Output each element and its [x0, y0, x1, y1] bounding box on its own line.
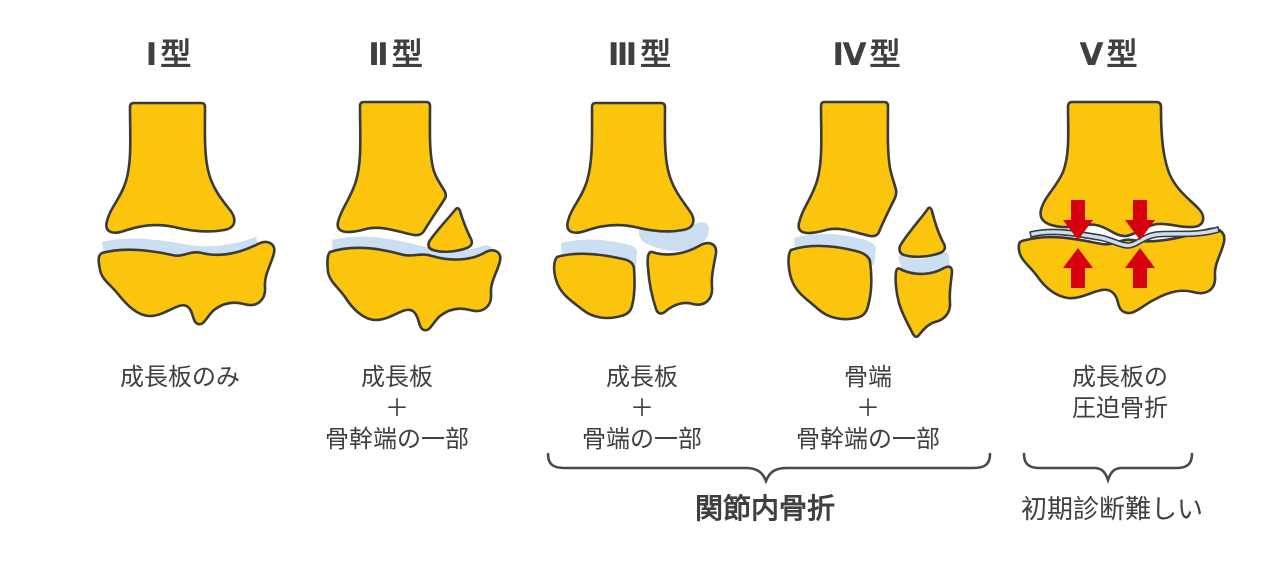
type-3-header: Ⅲ型	[607, 37, 675, 72]
compression-down-arrow-icon	[1125, 200, 1155, 240]
type-1-caption: 成長板のみ	[65, 362, 295, 393]
compression-up-arrow-icon	[1063, 248, 1093, 288]
type-3-caption: 成長板 ＋ 骨端の一部	[527, 362, 757, 455]
type-3-epiphysis-fragment-left	[552, 252, 636, 320]
compression-up-arrow-icon	[1125, 248, 1155, 288]
type-3-epiphysis-right	[646, 241, 718, 315]
caption-line: 成長板の	[1072, 364, 1168, 391]
type-4-epiphyseal-fragment	[894, 265, 954, 339]
type-2-metaphyseal-fragment	[427, 206, 474, 254]
type-1-epiphysis	[97, 240, 276, 326]
type-5-caption: 成長板の 圧迫骨折	[1005, 362, 1235, 424]
type-4-caption: 骨端 ＋ 骨幹端の一部	[753, 362, 983, 455]
type-4-shaft	[797, 100, 898, 238]
caption-line: 成長板	[361, 364, 433, 391]
caption-line: 成長板	[606, 364, 678, 391]
type-1-header: Ⅰ型	[145, 37, 195, 72]
type-2-bone-figure	[326, 100, 502, 332]
early-diagnosis-label: 初期診断難しい	[1020, 494, 1203, 524]
type-1-shaft	[105, 101, 236, 234]
caption-line: 骨端	[844, 364, 892, 391]
caption-line: 骨幹端の一部	[796, 426, 940, 453]
caption-line: 骨端の一部	[582, 426, 702, 453]
caption-line: ＋	[856, 395, 880, 422]
type-3-bone-figure	[552, 101, 718, 320]
type-2-caption: 成長板 ＋ 骨幹端の一部	[282, 362, 512, 455]
caption-line: 成長板のみ	[120, 364, 240, 391]
type-5-shaft	[1039, 100, 1205, 238]
type-5-header: Ⅴ型	[1079, 37, 1141, 72]
compression-down-arrow-icon	[1063, 200, 1093, 240]
caption-line: ＋	[630, 395, 654, 422]
intra-articular-label: 関節内骨折	[694, 493, 835, 524]
type-2-epiphysis	[326, 246, 502, 332]
intra-articular-bracket	[546, 452, 992, 485]
caption-line: 骨幹端の一部	[325, 426, 469, 453]
type-4-growth-plate-fragment	[898, 252, 950, 275]
type-3-shaft	[566, 101, 695, 234]
type-4-header: Ⅳ型	[832, 37, 904, 72]
type-4-epiphysis-main	[787, 244, 873, 321]
type-4-metaphyseal-fragment	[898, 206, 947, 259]
type-2-shaft	[336, 100, 448, 237]
type-2-header: Ⅱ型	[368, 37, 426, 72]
type-4-bone-figure	[787, 100, 954, 339]
type-5-bone-figure	[1017, 100, 1226, 315]
type-1-bone-figure	[97, 101, 276, 326]
caption-line: 圧迫骨折	[1072, 395, 1168, 422]
caption-line: ＋	[385, 395, 409, 422]
early-diagnosis-bracket	[1022, 452, 1194, 485]
type-5-epiphysis	[1017, 227, 1226, 315]
